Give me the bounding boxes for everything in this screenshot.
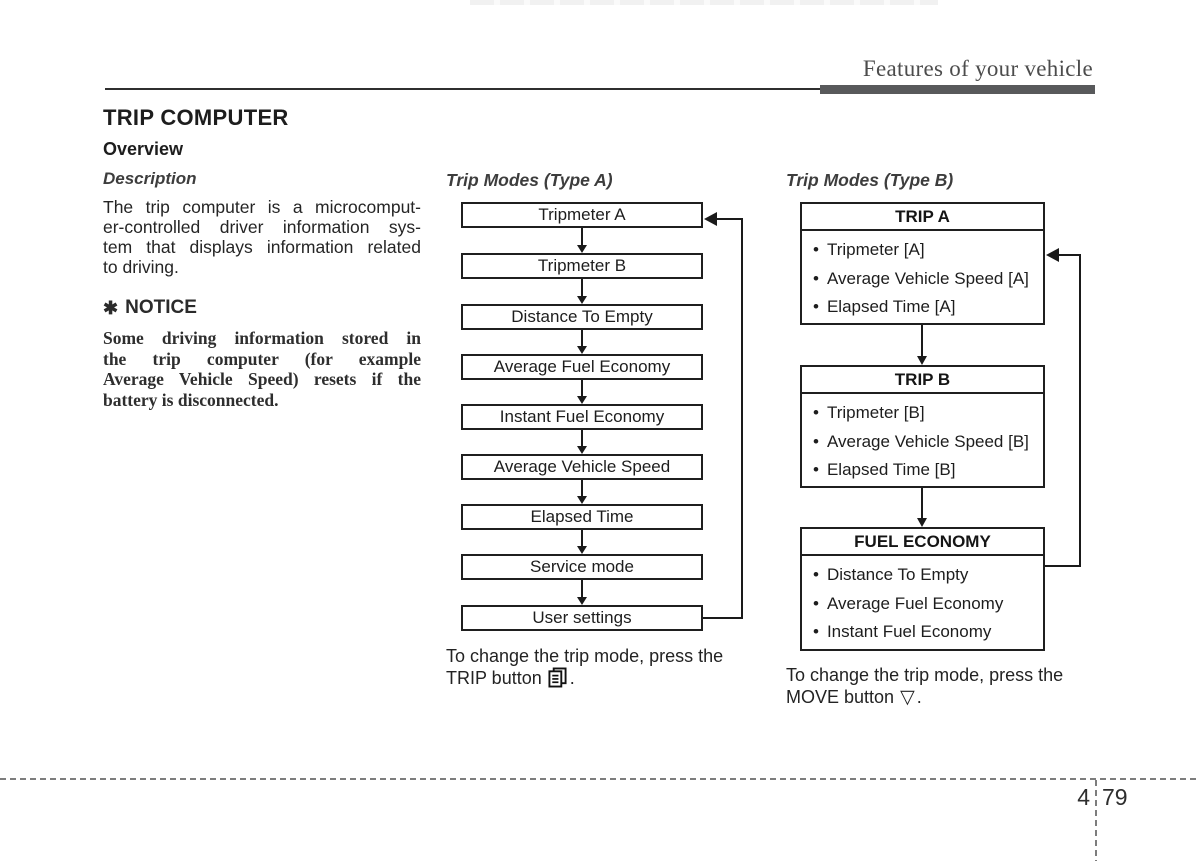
footer-dashed-divider [1095, 780, 1097, 861]
bullet-icon: • [813, 268, 819, 288]
trip-b-group-items: • Tripmeter [B] • Average Vehicle Speed [B… [802, 394, 1043, 485]
list-item-label: Instant Fuel Economy [826, 622, 992, 641]
trip-b-group-header: TRIP B [802, 367, 1043, 394]
bullet-icon: • [813, 565, 819, 584]
bullet-icon: • [813, 297, 819, 316]
notice-line: Some driving information stored in [103, 328, 421, 348]
fuel-economy-group-header: FUEL ECONOMY [802, 529, 1043, 556]
list-item-label: Elapsed Time [B] [826, 460, 956, 479]
flow-box-elapsed-time: Elapsed Time [461, 504, 703, 530]
notice-paragraph: Some driving information stored in the t… [103, 328, 421, 410]
type-a-caption-period: . [569, 668, 575, 688]
notice-asterisk-icon: ✱ [103, 297, 119, 318]
header-rule-thin [105, 88, 820, 90]
description-heading: Description [103, 169, 197, 188]
type-a-caption-line1: To change the trip mode, press the [446, 646, 724, 666]
page-chapter-number: 4 [1077, 784, 1090, 810]
flow-box-instant-fuel-economy: Instant Fuel Economy [461, 404, 703, 430]
bullet-icon: • [813, 240, 819, 259]
trip-b-group-box: TRIP B • Tripmeter [B] • Average Vehicle S… [800, 365, 1045, 488]
type-b-caption-line1: To change the trip mode, press the [786, 665, 1064, 685]
list-item-label: Distance To Empty [826, 565, 969, 584]
list-item: • Average Fuel Economy [813, 590, 1037, 619]
list-item: • Tripmeter [B] [813, 399, 1037, 428]
type-b-title: Trip Modes (Type B) [786, 170, 954, 190]
description-line: to driving. [103, 257, 179, 277]
notice-heading-label: NOTICE [125, 297, 197, 318]
list-item-label: Tripmeter [B] [826, 403, 925, 422]
type-b-caption-line2: MOVE button▽. [786, 686, 1116, 709]
list-item: • Average Vehicle Speed [A] [813, 265, 1037, 294]
header-rule-thick [820, 85, 1095, 94]
trip-a-group-header: TRIP A [802, 204, 1043, 231]
list-item: • Elapsed Time [A] [813, 293, 1037, 322]
page-header-title: Features of your vehicle [862, 56, 1093, 81]
flow-box-tripmeter-b: Tripmeter B [461, 253, 703, 279]
type-a-connectors [577, 212, 743, 619]
type-b-caption-line2-text: MOVE button [786, 687, 895, 707]
bullet-icon: • [813, 460, 819, 479]
type-a-caption-line2: TRIP button . [446, 667, 776, 693]
list-item-label: Average Vehicle Speed [A] [826, 268, 1029, 288]
list-item-label: Average Fuel Economy [826, 593, 1004, 613]
type-a-flowchart: Tripmeter A Tripmeter B Distance To Empt… [461, 202, 746, 634]
list-item: • Average Vehicle Speed [B] [813, 428, 1037, 457]
trip-a-group-box: TRIP A • Tripmeter [A] • Average Vehicle S… [800, 202, 1045, 325]
type-b-caption: To change the trip mode, press the MOVE … [786, 664, 1116, 709]
type-b-flowchart: TRIP A • Tripmeter [A] • Average Vehicle S… [800, 202, 1090, 657]
flow-box-service-mode: Service mode [461, 554, 703, 580]
flow-box-avg-fuel-economy: Average Fuel Economy [461, 354, 703, 380]
bullet-icon: • [813, 431, 819, 451]
flow-box-avg-vehicle-speed: Average Vehicle Speed [461, 454, 703, 480]
flow-box-tripmeter-a: Tripmeter A [461, 202, 703, 228]
trip-button-icon [548, 667, 567, 693]
type-a-caption: To change the trip mode, press the TRIP … [446, 645, 776, 693]
bullet-icon: • [813, 593, 819, 613]
notice-line: Average Vehicle Speed) resets if the [103, 369, 421, 389]
move-button-icon: ▽ [900, 687, 915, 708]
description-paragraph: The trip computer is a microcomput- er-c… [103, 197, 421, 277]
notice-line: battery is disconnected. [103, 389, 279, 410]
flow-box-user-settings: User settings [461, 605, 703, 631]
bullet-icon: • [813, 622, 819, 641]
notice-line: the trip computer (for example [103, 348, 421, 369]
trip-a-group-items: • Tripmeter [A] • Average Vehicle Speed [A… [802, 231, 1043, 322]
list-item: • Elapsed Time [B] [813, 456, 1037, 485]
description-line: The trip computer is a microcomput- [103, 197, 421, 217]
type-b-connectors [917, 248, 1081, 567]
list-item: • Tripmeter [A] [813, 236, 1037, 265]
flow-box-distance-to-empty: Distance To Empty [461, 304, 703, 330]
description-line: er-controlled driver information sys- [103, 217, 421, 237]
page-top-edge-mark [470, 0, 938, 5]
type-a-caption-line2-text: TRIP button [446, 668, 542, 688]
list-item-label: Average Vehicle Speed [B] [826, 431, 1029, 451]
fuel-economy-group-items: • Distance To Empty • Average Fuel Economy… [802, 556, 1043, 647]
bullet-icon: • [813, 403, 819, 422]
list-item-label: Elapsed Time [A] [826, 297, 956, 316]
list-item: • Instant Fuel Economy [813, 618, 1037, 647]
subsection-title: Overview [103, 139, 184, 159]
fuel-economy-group-box: FUEL ECONOMY • Distance To Empty • Average… [800, 527, 1045, 651]
section-title: TRIP COMPUTER [103, 105, 289, 130]
page-number: 79 [1102, 784, 1128, 810]
footer-dashed-rule [0, 778, 1200, 780]
list-item-label: Tripmeter [A] [826, 240, 925, 259]
list-item: • Distance To Empty [813, 561, 1037, 590]
type-a-title: Trip Modes (Type A) [446, 170, 613, 190]
description-line: tem that displays information related [103, 237, 421, 257]
notice-heading: ✱ NOTICE [103, 297, 197, 319]
type-b-caption-period: . [916, 687, 922, 707]
